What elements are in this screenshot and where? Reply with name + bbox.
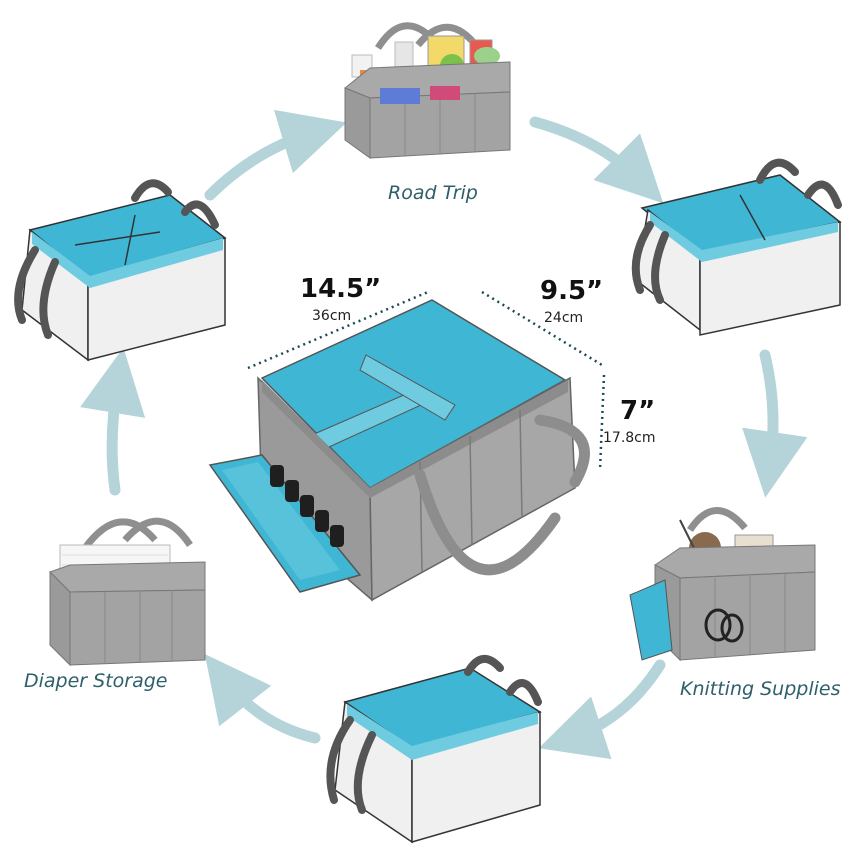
- curved-arrow-icon: [80, 347, 146, 496]
- length-cm: 36cm: [312, 308, 352, 324]
- curved-arrow-icon: [529, 116, 664, 204]
- length-inches: 14.5”: [300, 274, 382, 304]
- road-trip-label: Road Trip: [388, 182, 478, 204]
- main-caddy: [208, 299, 590, 602]
- open-caddy-top-right: [631, 158, 842, 336]
- open-caddy-bottom: [326, 655, 542, 844]
- curved-arrow-icon: [204, 109, 347, 201]
- road-trip-caddy: [344, 22, 511, 159]
- dotted-line-icon: [247, 290, 429, 370]
- width-inches: 9.5”: [540, 276, 604, 306]
- height-inches: 7”: [620, 396, 656, 426]
- curved-arrow-icon: [204, 653, 321, 744]
- diaper-caddy: [49, 517, 206, 667]
- diaper-storage-label: Diaper Storage: [24, 670, 168, 692]
- width-cm: 24cm: [544, 310, 584, 326]
- cycle-arrows: [80, 109, 808, 760]
- dimension-lines: [247, 290, 606, 471]
- knitting-supplies-label: Knitting Supplies: [680, 678, 841, 700]
- knitting-caddy: [629, 507, 816, 662]
- curved-arrow-icon: [742, 349, 808, 498]
- open-caddy-top-left: [14, 179, 227, 362]
- height-cm: 17.8cm: [603, 430, 656, 446]
- dotted-line-icon: [598, 374, 606, 471]
- curved-arrow-icon: [538, 659, 666, 760]
